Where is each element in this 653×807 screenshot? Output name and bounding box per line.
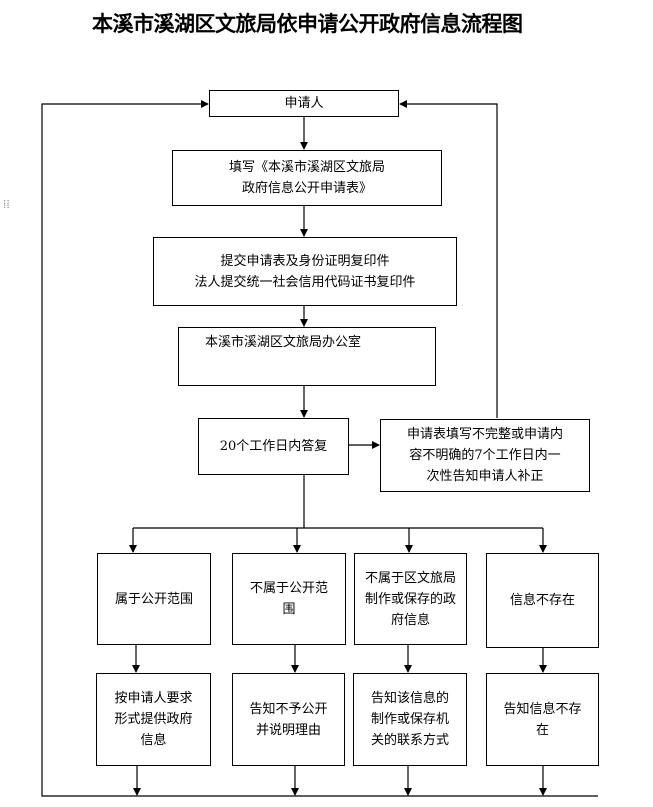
- not-exist-label: 信息不存在: [509, 593, 575, 608]
- notify-not-public-label: 告知不予公开 并说明理由: [249, 701, 328, 738]
- fill-form-label: 填写《本溪市溪湖区文旅局 政府信息公开申请表》: [228, 160, 385, 196]
- notify-contact-label: 告知该信息的 制作或保存机 关的联系方式: [370, 691, 449, 748]
- reply-box: 20个工作日内答复: [198, 418, 349, 475]
- reply-label: 20个工作日内答复: [219, 439, 328, 454]
- not-exist-box: 信息不存在: [486, 553, 599, 648]
- applicant-label: 申请人: [284, 96, 324, 111]
- incomplete-label: 申请表填写不完整或申请内 容不明确的7个工作日内一 次性告知申请人补正: [406, 427, 563, 484]
- public-label: 属于公开范围: [114, 591, 193, 607]
- not-produced-box: 不属于区文旅局 制作或保存的政 府信息: [354, 553, 467, 645]
- submit-label: 提交申请表及身份证明复印件 法人提交统一社会信用代码证书复印件: [194, 253, 416, 290]
- notify-not-exist-label: 告知信息不存 在: [503, 701, 582, 738]
- provide-box: 按申请人要求 形式提供政府 信息: [96, 673, 211, 766]
- public-box: 属于公开范围: [97, 553, 211, 645]
- drag-handle-icon[interactable]: ⁞⁞: [3, 197, 10, 211]
- page-title: 本溪市溪湖区文旅局依申请公开政府信息流程图: [92, 11, 523, 36]
- fill-form-box: 填写《本溪市溪湖区文旅局 政府信息公开申请表》: [172, 150, 442, 206]
- office-box: 本溪市溪湖区文旅局办公室: [178, 327, 436, 386]
- provide-label: 按申请人要求 形式提供政府 信息: [114, 691, 193, 748]
- submit-box: 提交申请表及身份证明复印件 法人提交统一社会信用代码证书复印件: [153, 237, 457, 306]
- loop-bottom-to-applicant: [41, 100, 598, 797]
- applicant-box: 申请人: [209, 90, 399, 117]
- incomplete-box: 申请表填写不完整或申请内 容不明确的7个工作日内一 次性告知申请人补正: [380, 419, 590, 492]
- office-label: 本溪市溪湖区文旅局办公室: [205, 335, 362, 350]
- notify-not-public-box: 告知不予公开 并说明理由: [232, 673, 345, 766]
- not-public-box: 不属于公开范 围: [232, 553, 346, 645]
- loop-incomplete-to-applicant: [399, 100, 498, 418]
- notify-not-exist-box: 告知信息不存 在: [486, 673, 599, 766]
- not-produced-label: 不属于区文旅局 制作或保存的政 府信息: [364, 570, 456, 628]
- notify-contact-box: 告知该信息的 制作或保存机 关的联系方式: [353, 673, 467, 766]
- not-public-label: 不属于公开范 围: [249, 581, 328, 617]
